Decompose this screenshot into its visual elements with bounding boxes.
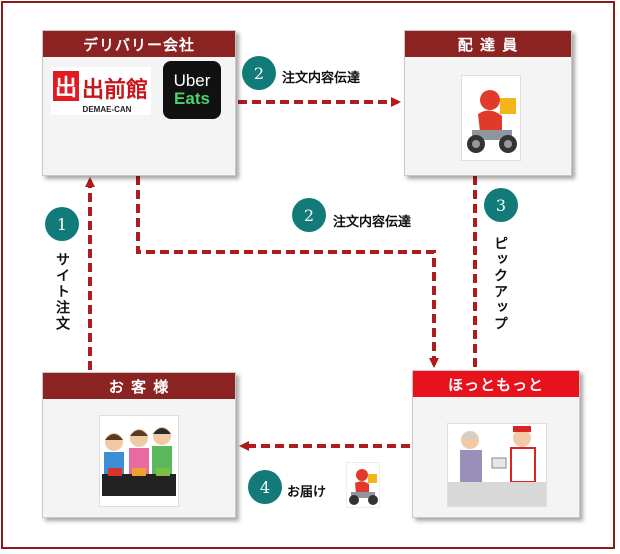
node-title: ほっともっと xyxy=(413,371,579,397)
node-title: 配 達 員 xyxy=(405,31,571,57)
courier-scooter-illustration xyxy=(461,75,521,161)
step-badge-3: 3 xyxy=(484,188,518,222)
delivery-scooter-icon xyxy=(346,462,380,508)
svg-text:出: 出 xyxy=(55,76,77,101)
node-store: ほっともっと xyxy=(412,370,580,518)
step-label-pickup: ピックアップ xyxy=(492,236,508,332)
step-label-site-order: サイト注文 xyxy=(54,252,70,332)
node-title: お 客 様 xyxy=(43,373,235,399)
step-badge-1: 1 xyxy=(45,207,79,241)
node-customer: お 客 様 xyxy=(42,372,236,518)
node-title: デリバリー会社 xyxy=(43,31,235,57)
arrow-order-to-store xyxy=(136,176,439,368)
step-badge-4: 4 xyxy=(248,470,282,504)
step-badge-2b: 2 xyxy=(292,198,326,232)
customers-illustration xyxy=(99,415,179,507)
svg-text:出前館: 出前館 xyxy=(82,77,148,103)
uber-eats-logo: Uber Eats xyxy=(163,61,221,119)
step-label-order-relay-store: 注文内容伝達 xyxy=(333,215,412,230)
node-courier: 配 達 員 xyxy=(404,30,572,176)
demae-can-logo: 出 出前館 DEMAE-CAN xyxy=(51,67,151,115)
step-label-order-relay-courier: 注文内容伝達 xyxy=(282,71,361,86)
step-label-delivery: お届け xyxy=(287,485,327,500)
store-counter-illustration xyxy=(447,423,547,507)
step-badge-2a: 2 xyxy=(242,56,276,90)
svg-text:DEMAE-CAN: DEMAE-CAN xyxy=(83,105,132,114)
node-delivery-company: デリバリー会社 出 出前館 DEMAE-CAN Uber Eats xyxy=(42,30,236,176)
